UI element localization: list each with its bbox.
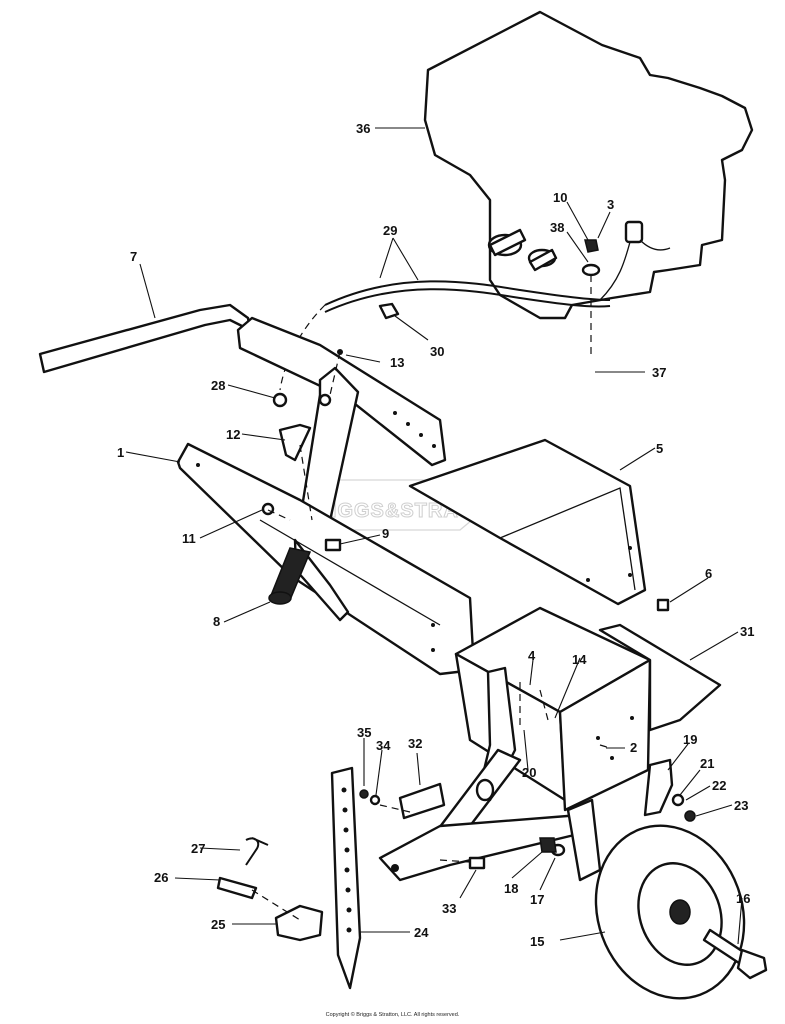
callout-9: 9: [382, 526, 389, 541]
callout-numbers: 36 10 3 38 29 7 30 13 37 28 12 1 5 11 9 …: [117, 121, 754, 949]
clip-12: [278, 423, 312, 462]
callout-18: 18: [504, 881, 518, 896]
callout-15: 15: [530, 934, 544, 949]
callout-17: 17: [530, 892, 544, 907]
nut-11: [261, 502, 275, 516]
callout-6: 6: [705, 566, 712, 581]
nut-28: [272, 392, 288, 408]
callout-24: 24: [414, 925, 429, 940]
callout-30: 30: [430, 344, 444, 359]
spreader-frame: [378, 666, 602, 882]
callout-37: 37: [652, 365, 666, 380]
callout-14: 14: [572, 652, 587, 667]
screw-6: [656, 598, 670, 612]
callout-38: 38: [550, 220, 564, 235]
wheel: [594, 824, 746, 1000]
handle: [38, 303, 252, 374]
callout-8: 8: [213, 614, 220, 629]
slide-block: [398, 782, 446, 820]
callout-28: 28: [211, 378, 225, 393]
callout-13: 13: [390, 355, 404, 370]
callout-34: 34: [376, 738, 391, 753]
clevis: [274, 904, 324, 942]
washer-22: [671, 793, 685, 807]
callout-36: 36: [356, 121, 370, 136]
cable-clip: [378, 302, 400, 320]
screw-33: [468, 856, 486, 870]
callout-25: 25: [211, 917, 225, 932]
adjustment-bar: [330, 766, 362, 990]
callout-3: 3: [607, 197, 614, 212]
callout-32: 32: [408, 736, 422, 751]
assembly-guide-lines: [251, 275, 611, 921]
hopper-cover: [408, 438, 647, 606]
callout-27: 27: [191, 841, 205, 856]
callout-10: 10: [553, 190, 567, 205]
leader-lines: [125, 127, 743, 945]
callout-29: 29: [383, 223, 397, 238]
callout-2: 2: [630, 740, 637, 755]
callout-21: 21: [700, 756, 714, 771]
callout-19: 19: [683, 732, 697, 747]
callout-22: 22: [712, 778, 726, 793]
callout-26: 26: [154, 870, 168, 885]
nut-23: [684, 810, 696, 822]
nut-18: [539, 837, 557, 853]
bracket-holes: [393, 411, 436, 448]
callout-20: 20: [522, 765, 536, 780]
screw-9: [324, 538, 342, 552]
callout-31: 31: [740, 624, 754, 639]
wheel-bracket: [643, 758, 674, 817]
callout-16: 16: [736, 891, 750, 906]
callout-1: 1: [117, 445, 124, 460]
callout-11: 11: [182, 531, 196, 546]
callout-35: 35: [357, 725, 371, 740]
hair-pin: [245, 837, 269, 866]
washer-34: [369, 794, 381, 806]
clevis-pin: [216, 876, 258, 900]
callout-4: 4: [528, 648, 536, 663]
callout-23: 23: [734, 798, 748, 813]
callout-7: 7: [130, 249, 137, 264]
callout-5: 5: [656, 441, 663, 456]
copyright-notice: Copyright © Briggs & Stratton, LLC. All …: [325, 1012, 460, 1018]
handle-grip: [268, 547, 312, 605]
nut-35: [359, 789, 369, 799]
callout-33: 33: [442, 901, 456, 916]
callout-12: 12: [226, 427, 240, 442]
engine-mount-parts: [487, 220, 671, 301]
